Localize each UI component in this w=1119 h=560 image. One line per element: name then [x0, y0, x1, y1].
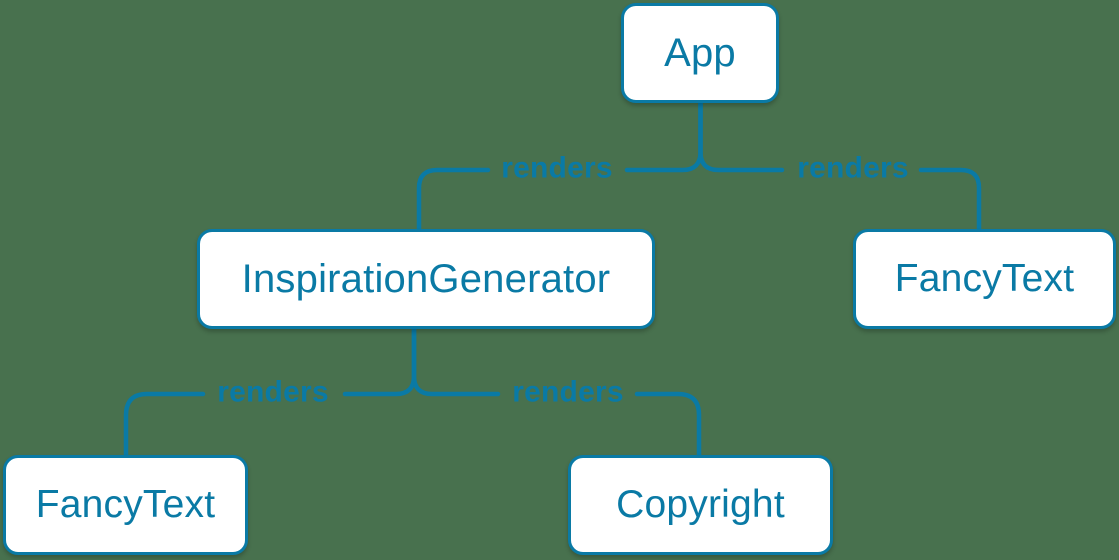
connector-app-to-fancytext [698, 100, 982, 232]
node-app-label: App [664, 30, 736, 75]
edge-label-app-fancytext: renders [797, 151, 909, 185]
node-fancy-text-bottom: FancyText [3, 455, 248, 555]
edge-label-app-inspirationgenerator: renders [501, 151, 613, 185]
node-fancy-text-top: FancyText [853, 229, 1116, 329]
node-inspiration-generator-label: InspirationGenerator [241, 256, 611, 301]
node-app: App [621, 3, 779, 103]
node-fancy-text-bottom-label: FancyText [35, 483, 216, 526]
connector-inspirationgenerator-to-copyright [411, 326, 702, 458]
edge-label-inspirationgenerator-fancytext: renders [217, 375, 329, 409]
node-copyright-label: Copyright [616, 483, 785, 526]
edge-label-inspirationgenerator-copyright: renders [512, 375, 624, 409]
node-fancy-text-top-label: FancyText [894, 257, 1075, 300]
node-inspiration-generator: InspirationGenerator [197, 229, 655, 329]
node-copyright: Copyright [568, 455, 833, 555]
